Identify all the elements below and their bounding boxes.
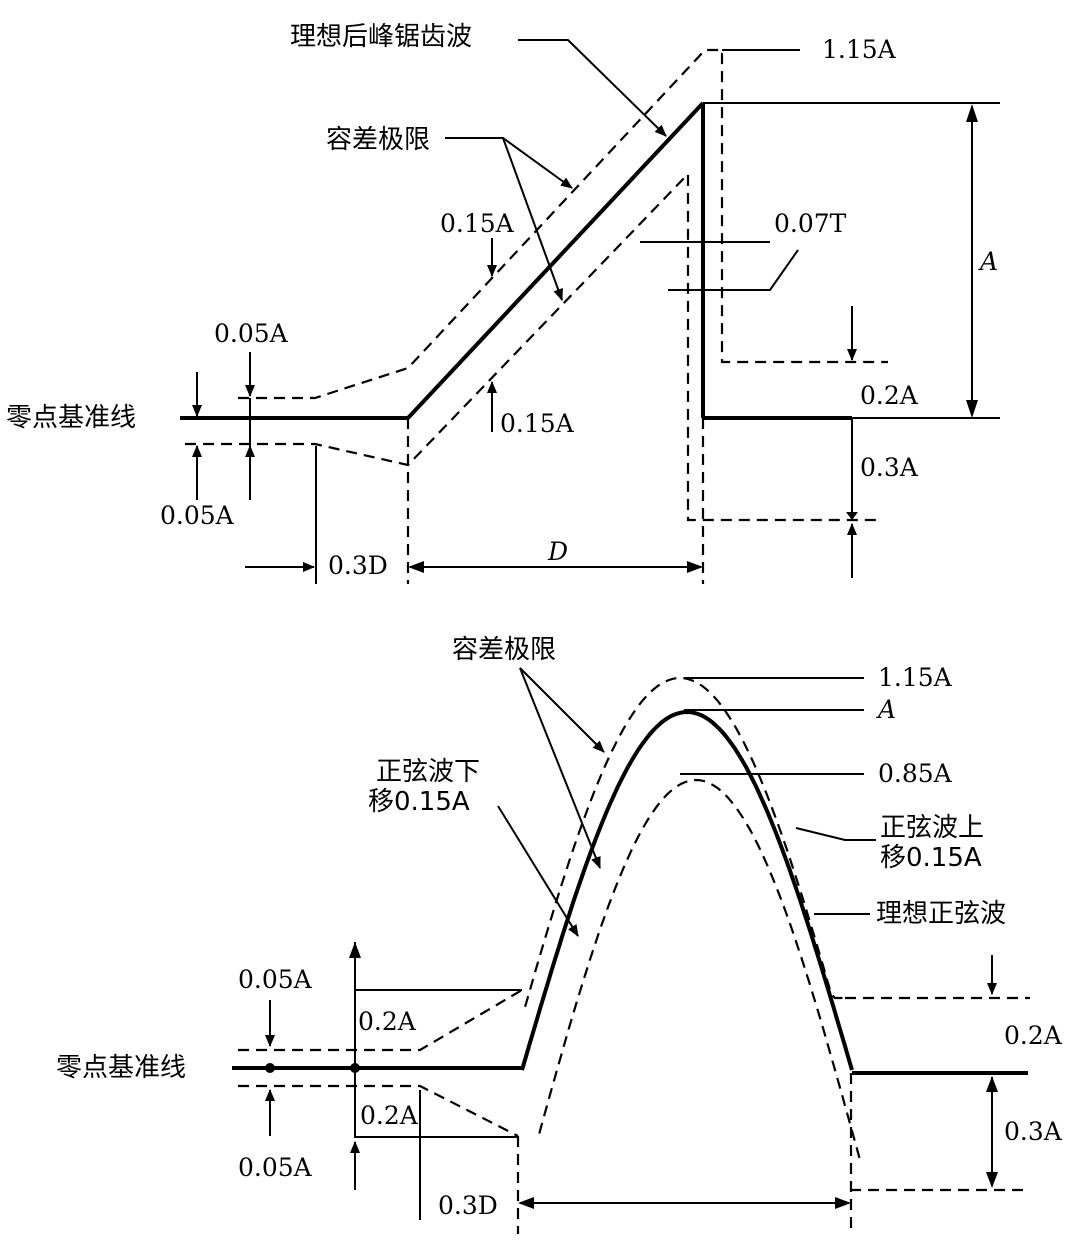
bottom-pre-duration-label: 0.3D [438, 1191, 498, 1220]
bottom-right-upper-offset: 0.2A [1004, 1021, 1063, 1050]
lower-tolerance-limit [185, 171, 878, 522]
lower-sine-tolerance [538, 778, 862, 1161]
tolerance-leader-lower [519, 667, 601, 869]
ideal-sawtooth-ramp [406, 101, 705, 420]
sine-up-label-line1: 正弦波上 [880, 813, 984, 843]
bottom-right-lower-offset: 0.3A [1004, 1117, 1063, 1146]
bottom-left-lower-offset: 0.2A [360, 1101, 419, 1130]
top-amplitude-label: A [978, 247, 998, 276]
ideal-half-sine [520, 709, 854, 1071]
ideal-sawtooth-label: 理想后峰锯齿波 [290, 22, 472, 52]
bottom-baseline-lower-offset: 0.05A [238, 1153, 313, 1182]
top-tolerance-label: 容差极限 [326, 125, 430, 155]
tolerance-leader-upper [445, 137, 573, 189]
sine-up-leader [795, 827, 876, 841]
upper-baseline-tolerance [238, 989, 523, 1052]
sine-down-label-line2: 移0.15A [368, 787, 470, 817]
fall-time-label: 0.07T [774, 209, 847, 238]
bottom-peak-label: A [876, 695, 896, 724]
slope-upper-offset-label: 0.15A [440, 209, 515, 238]
top-right-upper-offset: 0.2A [860, 381, 919, 410]
top-upper-peak-label: 1.15A [822, 35, 897, 64]
top-pre-duration-label: 0.3D [328, 551, 388, 580]
top-zero-line-label: 零点基准线 [6, 403, 136, 433]
top-right-lower-offset: 0.3A [860, 453, 919, 482]
bottom-zero-line-label: 零点基准线 [56, 1053, 186, 1083]
sine-down-leader [497, 805, 579, 937]
bottom-baseline-upper-offset: 0.05A [238, 965, 313, 994]
sine-down-label-line1: 正弦波下 [376, 757, 480, 787]
top-duration-label: D [547, 537, 568, 566]
bottom-lower-peak-label: 0.85A [878, 759, 953, 788]
sawtooth-diagram: 理想后峰锯齿波 容差极限 零点基准线 1.15A A 0.15A 0.15A 0… [6, 22, 1000, 584]
upper-tolerance-limit [238, 48, 888, 400]
ideal-sine-label: 理想正弦波 [876, 899, 1006, 929]
bottom-tolerance-label: 容差极限 [452, 635, 556, 665]
baseline-dot-left [265, 1063, 275, 1073]
bottom-left-upper-offset: 0.2A [358, 1007, 417, 1036]
half-sine-diagram: 容差极限 零点基准线 1.15A A 0.85A 正弦波下 移0.15A 正弦波… [56, 635, 1063, 1234]
sine-up-label-line2: 移0.15A [880, 843, 982, 873]
ideal-wave-leader [518, 39, 667, 137]
top-baseline-upper-offset: 0.05A [214, 319, 289, 348]
bottom-upper-peak-label: 1.15A [878, 663, 953, 692]
slope-lower-offset-label: 0.15A [500, 409, 575, 438]
top-baseline-lower-offset: 0.05A [160, 501, 235, 530]
fall-time-lower-line [668, 249, 799, 291]
tolerance-leader-lower [502, 137, 563, 301]
lower-baseline-tolerance [238, 1084, 519, 1137]
tolerance-leader-upper [519, 667, 605, 753]
